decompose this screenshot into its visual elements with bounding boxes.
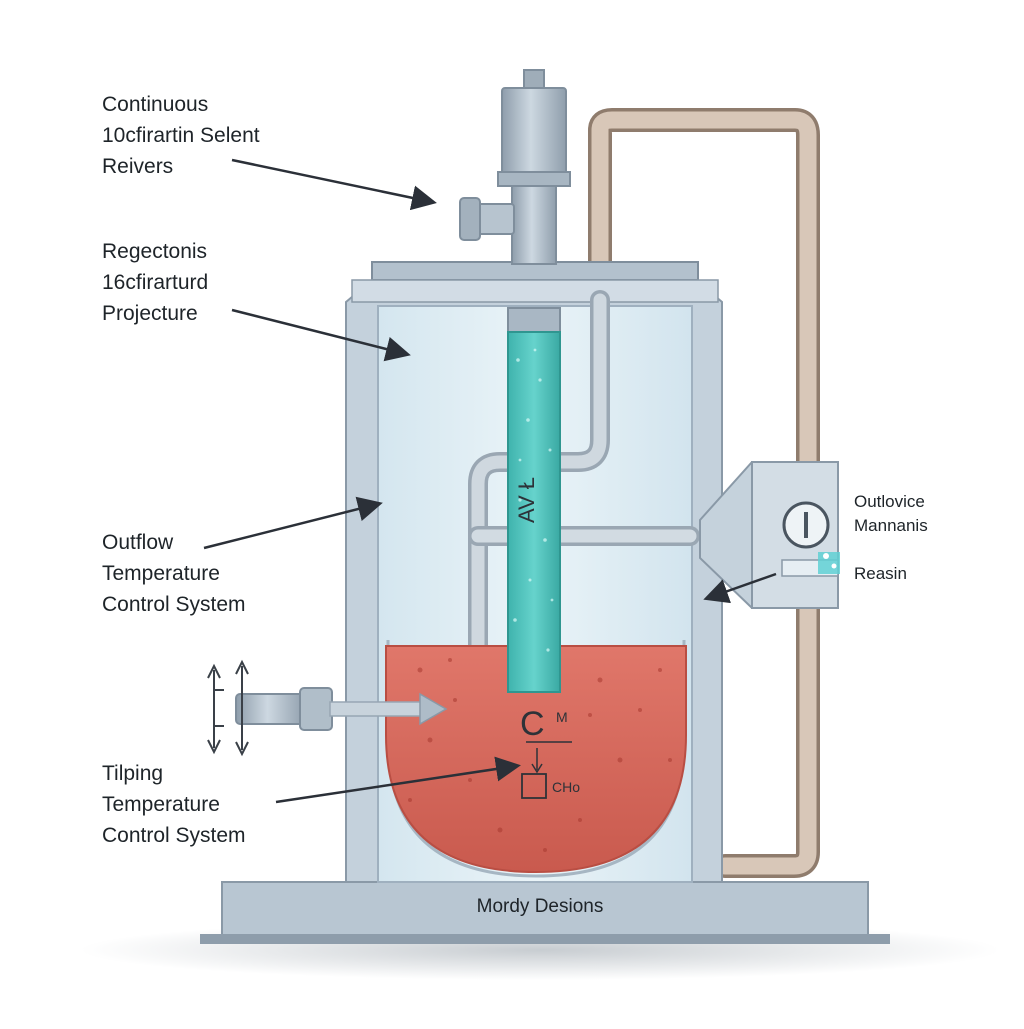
top-valve — [459, 69, 571, 265]
liquid-speckles — [408, 658, 672, 852]
label-regectonis-projecture: Regectonis 16cfirarturd Projecture — [102, 236, 208, 329]
base-platform — [200, 881, 890, 944]
right-control-box — [699, 461, 840, 609]
label-line: 10cfirartin Selent — [102, 124, 260, 147]
leader-arrow-lower — [275, 756, 521, 804]
label-continuous-reivers: Continuous 10cfirartin Selent Reivers — [102, 89, 260, 182]
label-line: Reivers — [102, 155, 174, 178]
label-line: Projecture — [102, 302, 198, 325]
label-line: Regectonis — [102, 240, 208, 263]
label-outflow-temperature-control: Outflow Temperature Control System — [102, 527, 246, 620]
column-marking: AV Ł — [514, 477, 539, 523]
label-line: Temperature — [102, 793, 220, 816]
vessel-symbol-sub: M — [556, 709, 568, 725]
label-reasin: Reasin — [854, 562, 907, 586]
box-marking: CHo — [552, 779, 580, 795]
vessel-symbol: C — [520, 705, 545, 743]
flow-indicator-arrows — [207, 659, 249, 757]
label-line: Outlovice — [854, 492, 925, 511]
label-outlovice-mannanis: Outlovice Mannanis — [854, 490, 928, 538]
leader-arrow-right — [703, 572, 777, 604]
label-line: Temperature — [102, 562, 220, 585]
leader-arrow-top — [231, 158, 437, 211]
leader-arrow-middle — [203, 496, 383, 550]
label-line: Reasin — [854, 564, 907, 583]
label-line: Tilping — [102, 762, 164, 785]
inlet-pipe — [235, 687, 448, 731]
label-tilping-temperature-control: Tilping Temperature Control System — [102, 758, 246, 851]
label-base-platform: Mordy Desions — [476, 896, 604, 917]
leader-arrows — [203, 158, 777, 804]
label-line: 16cfirarturd — [102, 271, 209, 294]
label-line: Control System — [102, 593, 246, 616]
label-line: Outflow — [102, 531, 174, 554]
label-line: Control System — [102, 824, 246, 847]
return-pipe — [588, 108, 820, 878]
central-column: AV Ł — [507, 307, 561, 693]
reaction-liquid — [385, 645, 687, 874]
vessel-markings: C M CHo — [520, 705, 580, 799]
label-line: Continuous — [102, 93, 209, 116]
vessel-lid — [351, 261, 719, 303]
label-line: Mannanis — [854, 516, 928, 535]
leader-arrow-upper — [231, 308, 411, 362]
